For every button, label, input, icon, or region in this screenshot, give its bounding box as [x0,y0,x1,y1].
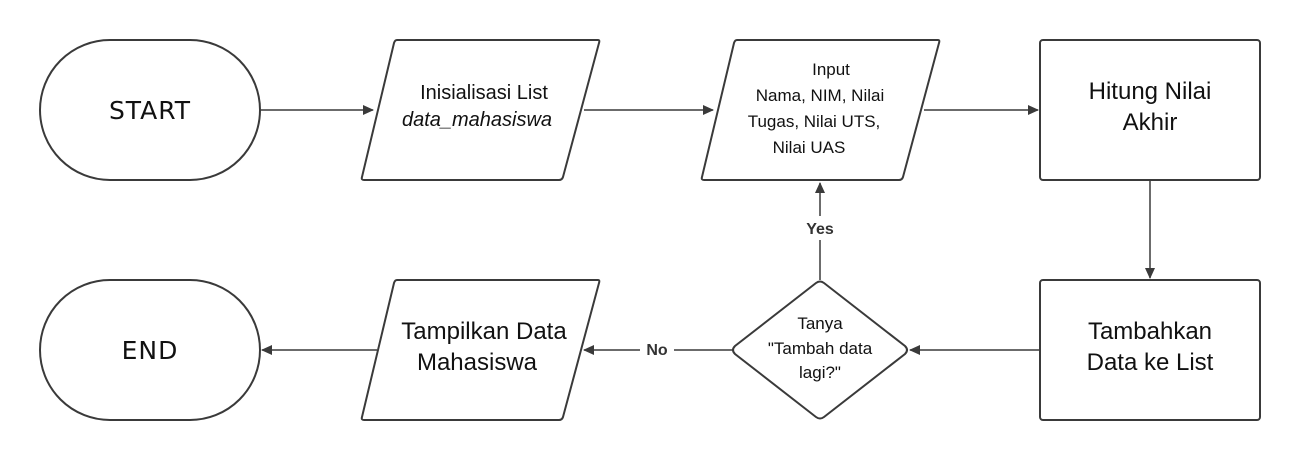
tanya-label-line1: Tanya [797,314,843,333]
tanya-decision-diamond [732,280,908,420]
yes-label-bg [800,216,840,240]
tanya-label-line3: lagi?" [799,363,841,382]
input-label-line3: Tugas, Nilai UTS, [748,112,881,131]
tanya-label-line2: "Tambah data [768,339,873,358]
start-label: START [109,96,191,125]
hitung-label-line2: Akhir [1123,109,1178,136]
input-label-line1: Input [812,60,850,79]
tambahkan-label-line1: Tambahkan [1088,318,1212,345]
end-terminal [39,279,261,421]
input-parallelogram [700,39,941,181]
input-label-line2: Nama, NIM, Nilai [756,86,884,105]
init-list-parallelogram [360,39,601,181]
init-list-label-line2: data_mahasiswa [402,109,552,131]
end-label: END [122,336,179,365]
no-label: No [646,342,668,359]
hitung-nilai-box [1039,39,1261,181]
no-label-bg [640,338,674,362]
hitung-label-line1: Hitung Nilai [1089,78,1212,105]
tambahkan-label-line2: Data ke List [1087,349,1214,376]
start-terminal [39,39,261,181]
tampilkan-data-parallelogram [360,279,601,421]
init-list-label-line1: Inisialisasi List [420,82,548,104]
tambahkan-data-box [1039,279,1261,421]
tampilkan-label-line2: Mahasiswa [417,349,538,376]
input-label-line4: Nilai UAS [773,138,846,157]
yes-label: Yes [806,221,834,238]
tampilkan-label-line1: Tampilkan Data [401,318,567,345]
